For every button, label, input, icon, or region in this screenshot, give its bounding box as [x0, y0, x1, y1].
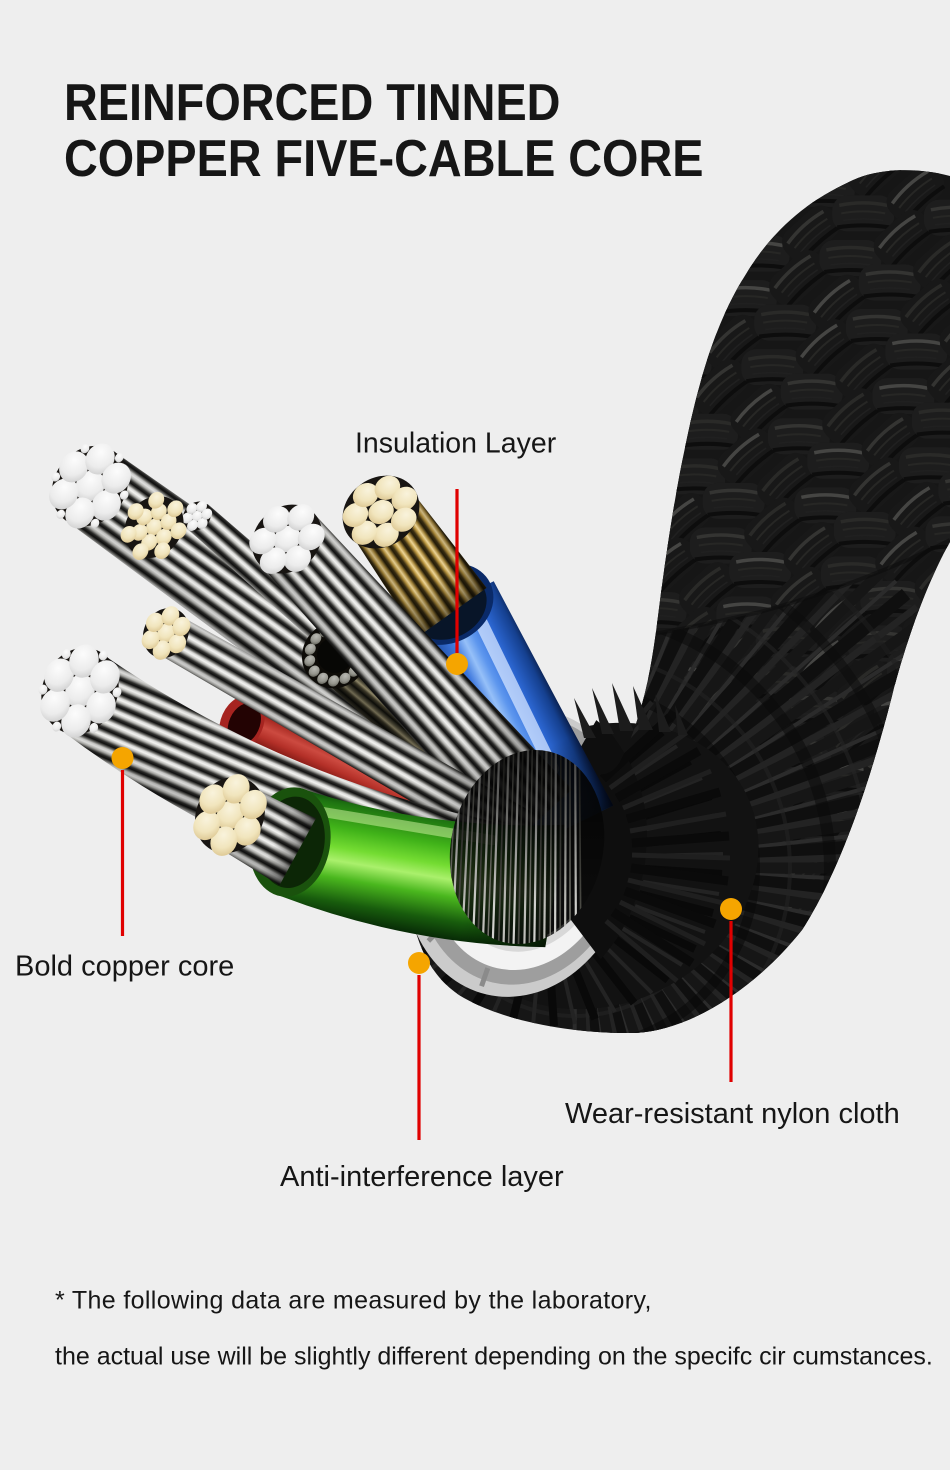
svg-text:REINFORCED TINNED: REINFORCED TINNED: [64, 74, 560, 132]
svg-text:Wear-resistant nylon cloth: Wear-resistant nylon cloth: [565, 1098, 900, 1130]
svg-text:Anti-interference layer: Anti-interference layer: [280, 1161, 564, 1193]
svg-text:the actual use will be slightl: the actual use will be slightly differen…: [55, 1343, 933, 1371]
svg-text:Bold copper core: Bold copper core: [15, 951, 234, 983]
svg-text:COPPER FIVE-CABLE CORE: COPPER FIVE-CABLE CORE: [64, 130, 703, 188]
svg-text:Insulation Layer: Insulation Layer: [355, 428, 557, 460]
svg-text:* The following data are measu: * The following data are measured by the…: [55, 1287, 652, 1315]
